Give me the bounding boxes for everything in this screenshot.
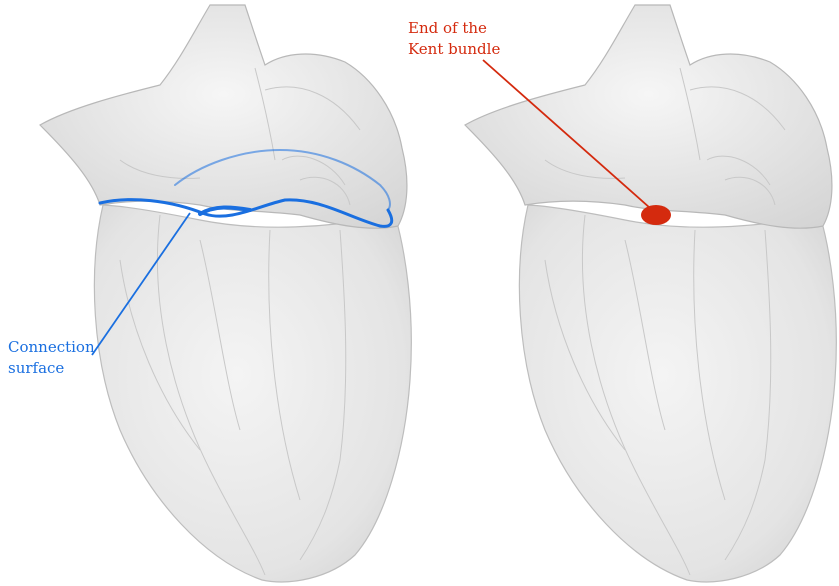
kent-label-line-1: End of the xyxy=(408,19,487,37)
kent-bundle-end-marker xyxy=(641,205,671,225)
heart-right xyxy=(465,5,836,582)
heart-left: Connection surface xyxy=(8,5,411,582)
connection-label-line-2: surface xyxy=(8,359,64,377)
connection-label-line-1: Connection xyxy=(8,338,95,356)
kent-label-line-2: Kent bundle xyxy=(408,40,500,58)
